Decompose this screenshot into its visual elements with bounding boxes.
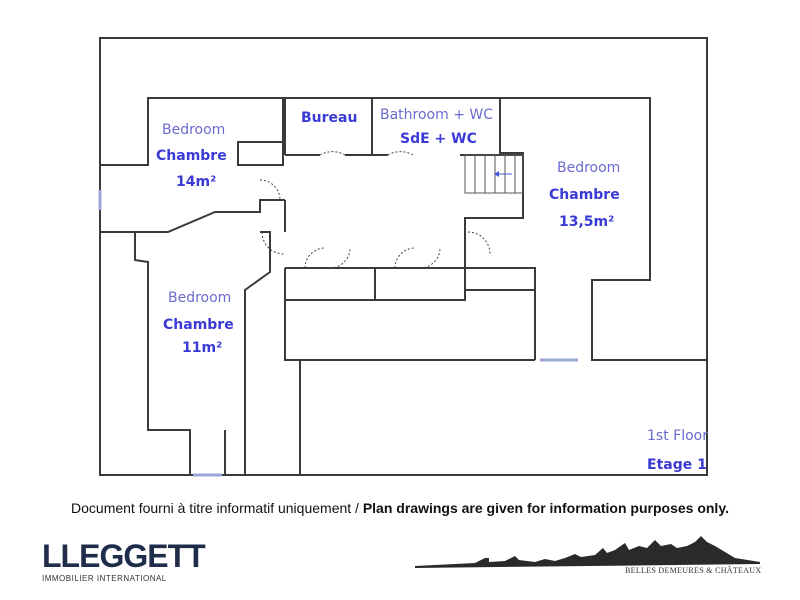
wall-left-corridor xyxy=(100,199,286,475)
wall-center-box xyxy=(284,267,466,300)
wall-left-bedroom-top xyxy=(100,97,284,166)
disclaimer-en: Plan drawings are given for information … xyxy=(362,500,729,516)
bedroom-left-top-fr: Chambre xyxy=(156,148,227,164)
staircase xyxy=(464,154,524,194)
partner-tagline: BELLES DEMEURES & CHÂTEAUX xyxy=(625,566,762,575)
bedroom-left-top-area: 14m² xyxy=(176,174,216,190)
bedroom-right-en: Bedroom xyxy=(557,160,620,176)
disclaimer-fr: Document fourni à titre informatif uniqu… xyxy=(71,500,363,516)
bedroom-right-area: 13,5m² xyxy=(559,214,614,230)
bathroom-fr: SdE + WC xyxy=(400,131,477,147)
bedroom-right-fr: Chambre xyxy=(549,187,620,203)
floor-label-fr: Etage 1 xyxy=(647,457,707,473)
office-fr: Bureau xyxy=(301,110,357,126)
bedroom-left-bottom-en: Bedroom xyxy=(168,290,231,306)
bedroom-left-bottom-area: 11m² xyxy=(182,340,222,356)
skyline-icon xyxy=(415,536,760,568)
brand-logo: LLEGGETT IMMOBILIER INTERNATIONAL xyxy=(42,538,206,583)
wall-right-bedroom xyxy=(465,97,707,361)
floor-plan: Bedroom Chambre 14m² Bureau Bathroom + W… xyxy=(98,37,708,477)
floor-label-en: 1st Floor xyxy=(647,428,708,444)
brand-name: LLEGGETT xyxy=(42,538,206,574)
bedroom-left-top-en: Bedroom xyxy=(162,122,225,138)
bedroom-left-bottom-fr: Chambre xyxy=(163,317,234,333)
disclaimer: Document fourni à titre informatif uniqu… xyxy=(0,500,800,516)
doors xyxy=(259,151,491,269)
outer-wall xyxy=(99,37,708,476)
brand-tagline: IMMOBILIER INTERNATIONAL xyxy=(42,574,167,583)
bathroom-en: Bathroom + WC xyxy=(380,107,493,123)
wall-office-bath xyxy=(284,97,524,301)
wall-center-lower xyxy=(284,300,535,475)
